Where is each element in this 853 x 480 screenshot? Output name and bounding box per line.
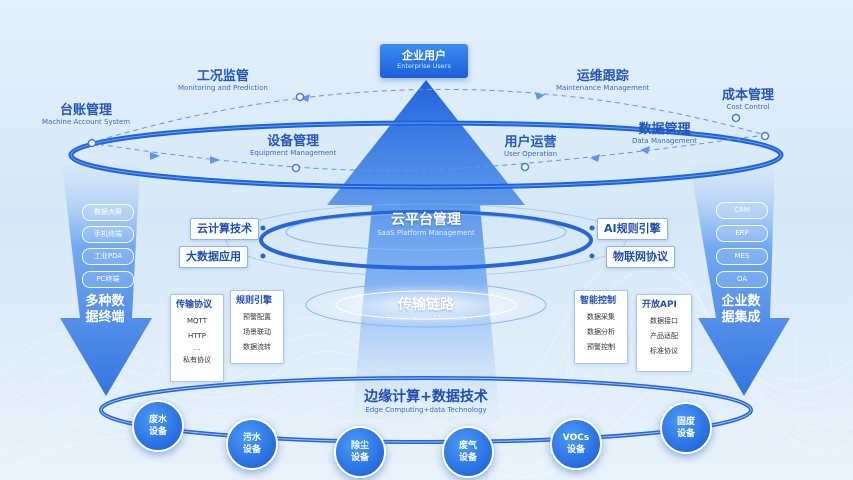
card-transmission-protocol: 传输协议 MQTT HTTP ... 私有协议 [170, 294, 224, 382]
label-account: 台账管理 Machine Account System [42, 103, 131, 126]
transmission-disc [305, 282, 547, 328]
tag-iot-protocol: 物联网协议 [606, 246, 675, 268]
enterprise-users-title: 企业用户 [402, 49, 446, 62]
label-maintenance: 运维跟踪 Maintenance Management [556, 69, 650, 92]
label-monitoring: 工况监管 Monitoring and Prediction [178, 69, 268, 92]
left-funnel-arrow [60, 165, 152, 396]
enterprise-users-box: 企业用户 Enterprise Users [380, 44, 468, 78]
label-user-operation: 用户运营 User Operation [504, 135, 558, 158]
pill-crm: CRM [716, 202, 768, 219]
pill-industrial-pda: 工业PDA [82, 248, 134, 265]
device-waste-gas: 废气设备 [442, 426, 494, 478]
label-cost: 成本管理 Cost Control [722, 88, 775, 111]
device-solid-waste: 固废设备 [660, 402, 712, 454]
tag-cloud-computing: 云计算技术 [190, 218, 259, 240]
tag-big-data: 大数据应用 [179, 246, 248, 268]
device-sewage: 污水设备 [226, 418, 278, 470]
pill-oa: OA [716, 271, 768, 288]
transmission-label: 传输链路 Transmission Channels [386, 297, 466, 322]
right-title: 企业数据集成 [721, 294, 761, 325]
pill-erp: ERP [716, 225, 768, 242]
card-smart-control: 智能控制 数据采集 数据分析 预警控制 [574, 290, 628, 364]
device-wastewater: 废水设备 [132, 400, 184, 452]
left-title: 多种数据终端 [85, 294, 125, 325]
edge-computing-label: 边缘计算+数据技术 Edge Computing+data Technology [364, 389, 488, 414]
right-funnel-arrow [690, 165, 790, 396]
card-open-api: 开放API 数据接口 产品适配 标准协议 [636, 294, 692, 372]
platform-ring [259, 210, 593, 270]
device-dust-removal: 除尘设备 [334, 426, 386, 478]
device-vocs: VOCs设备 [550, 418, 602, 470]
label-equipment: 设备管理 Equipment Management [250, 134, 337, 157]
card-rule-engine: 规则引擎 预警配置 场景联动 数据流转 [230, 290, 284, 364]
label-data-management: 数据管理 Data Management [632, 122, 698, 145]
pill-mes: MES [716, 248, 768, 265]
enterprise-users-subtitle: Enterprise Users [397, 62, 451, 70]
platform-label: 云平台管理 SaaS Platform Management [377, 212, 475, 237]
pill-data-screen: 数据大屏 [82, 204, 134, 221]
pill-pc: PC终端 [82, 271, 134, 288]
tag-ai-rules: AI规则引擎 [597, 218, 668, 240]
pill-mobile: 手机终端 [82, 226, 134, 243]
